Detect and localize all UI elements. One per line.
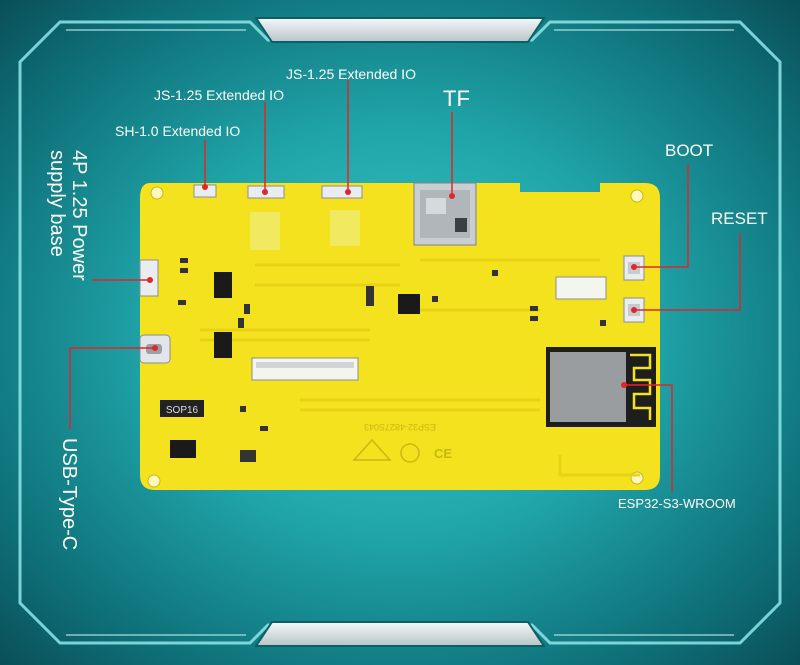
bottom-tab xyxy=(254,621,546,647)
power-label-line1: 4P 1.25 Power xyxy=(68,150,90,281)
reset-label: RESET xyxy=(711,209,768,228)
tf-slot xyxy=(413,182,477,246)
boot-label: BOOT xyxy=(665,141,714,160)
svg-text:CE: CE xyxy=(434,446,452,461)
pointer-lines xyxy=(69,80,741,492)
js-mid-label: JS-1.25 Extended IO xyxy=(154,87,284,103)
js-top-label: JS-1.25 Extended IO xyxy=(286,66,416,82)
esp32-module xyxy=(546,347,656,427)
top-tab xyxy=(254,17,546,43)
board-silk-text: ESP32-4827S043 xyxy=(364,422,436,432)
svg-text:SOP16: SOP16 xyxy=(166,405,199,416)
sop16-chip: SOP16 xyxy=(160,400,204,458)
tf-label: TF xyxy=(443,86,470,111)
usb-label: USB-Type-C xyxy=(58,438,80,551)
power-label-line2: supply base xyxy=(46,150,68,257)
power-label: 4P 1.25 Power supply base xyxy=(46,150,90,281)
pcb-board: SOP16 xyxy=(139,182,660,490)
module-label: ESP32-S3-WROOM xyxy=(618,496,736,511)
sh-label: SH-1.0 Extended IO xyxy=(115,123,241,139)
